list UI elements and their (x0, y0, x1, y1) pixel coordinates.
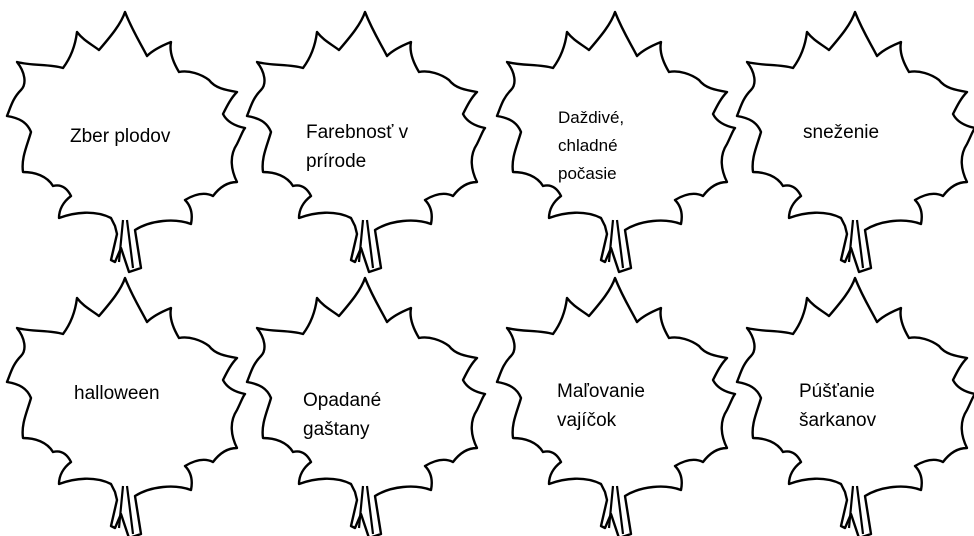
leaf-8-label: Púšťanie šarkanov (799, 381, 877, 432)
leaf-6-label: Opadané gaštany (303, 390, 382, 441)
leaf-3-label: Daždivé, chladné počasie (558, 108, 625, 184)
leaf-4-label: sneženie (803, 122, 880, 143)
leaf-1-label: Zber plodov (70, 126, 171, 147)
leaf-5-label: halloween (74, 383, 160, 404)
leaf-7-label: Maľovanie vajíčok (557, 381, 645, 432)
leaf-2-label: Farebnosť v prírode (306, 122, 409, 173)
